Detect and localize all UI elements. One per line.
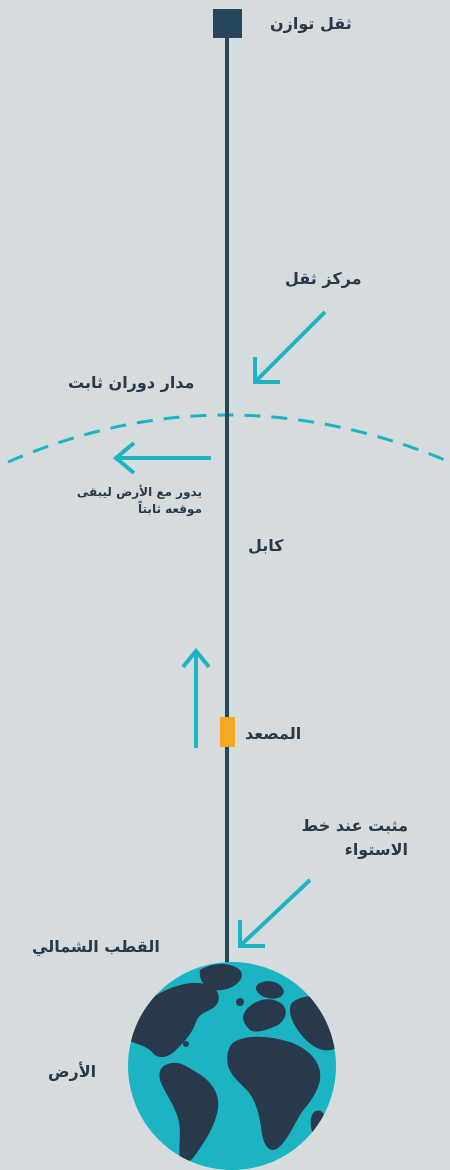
cable-label: كابل — [248, 536, 284, 555]
anchor-label: مثبت عند خط الاستواء — [301, 816, 408, 859]
counterweight-label: ثقل توازن — [270, 14, 352, 33]
earth-label: الأرض — [48, 1062, 97, 1081]
center-of-mass-arrow — [253, 310, 327, 384]
climber-label: المصعد — [245, 724, 302, 743]
rotation-arrow — [112, 441, 211, 475]
geo-orbit-label: مدار دوران ثابت — [68, 373, 195, 392]
upward-arrow — [181, 647, 211, 748]
climber-block — [220, 717, 235, 747]
north-pole-label: القطب الشمالي — [32, 937, 160, 956]
anchor-arrow — [238, 878, 312, 948]
rotation-note-label: يدور مع الأرض ليبقى موقعه ثابتاً — [76, 485, 202, 516]
center-of-mass-label: مركز ثقل — [285, 269, 362, 288]
counterweight-block — [213, 9, 242, 38]
earth-globe — [128, 962, 336, 1170]
